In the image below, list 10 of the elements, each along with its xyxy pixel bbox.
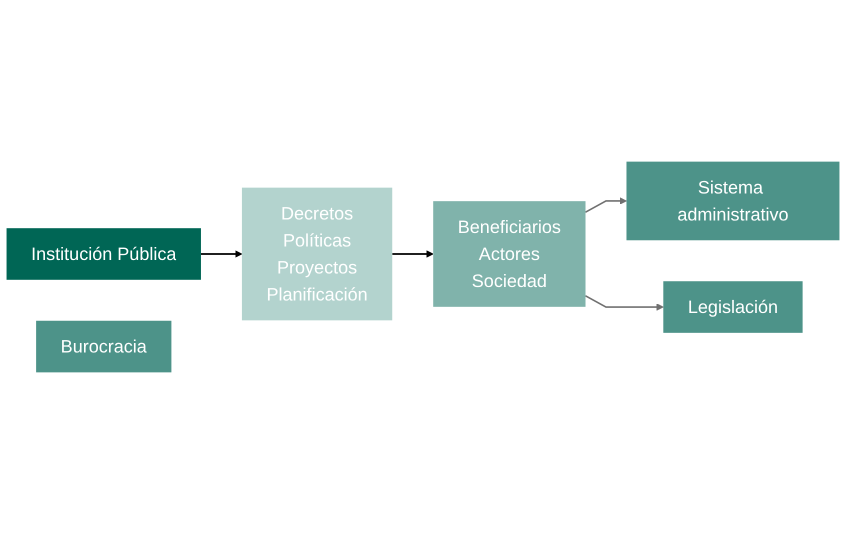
- node-box: Decretos Políticas Proyectos Planificación: [242, 188, 392, 320]
- arrow: [200, 250, 242, 258]
- node-box: Beneficiarios Actores Sociedad: [433, 201, 586, 307]
- node-box: Legislación: [663, 281, 803, 333]
- arrow: [585, 295, 664, 311]
- node-box: Sistema administrativo: [626, 162, 840, 240]
- node-box: Burocracia: [36, 320, 172, 372]
- arrow: [392, 250, 434, 258]
- arrow: [585, 197, 627, 213]
- node-box: Institución Pública: [6, 228, 201, 280]
